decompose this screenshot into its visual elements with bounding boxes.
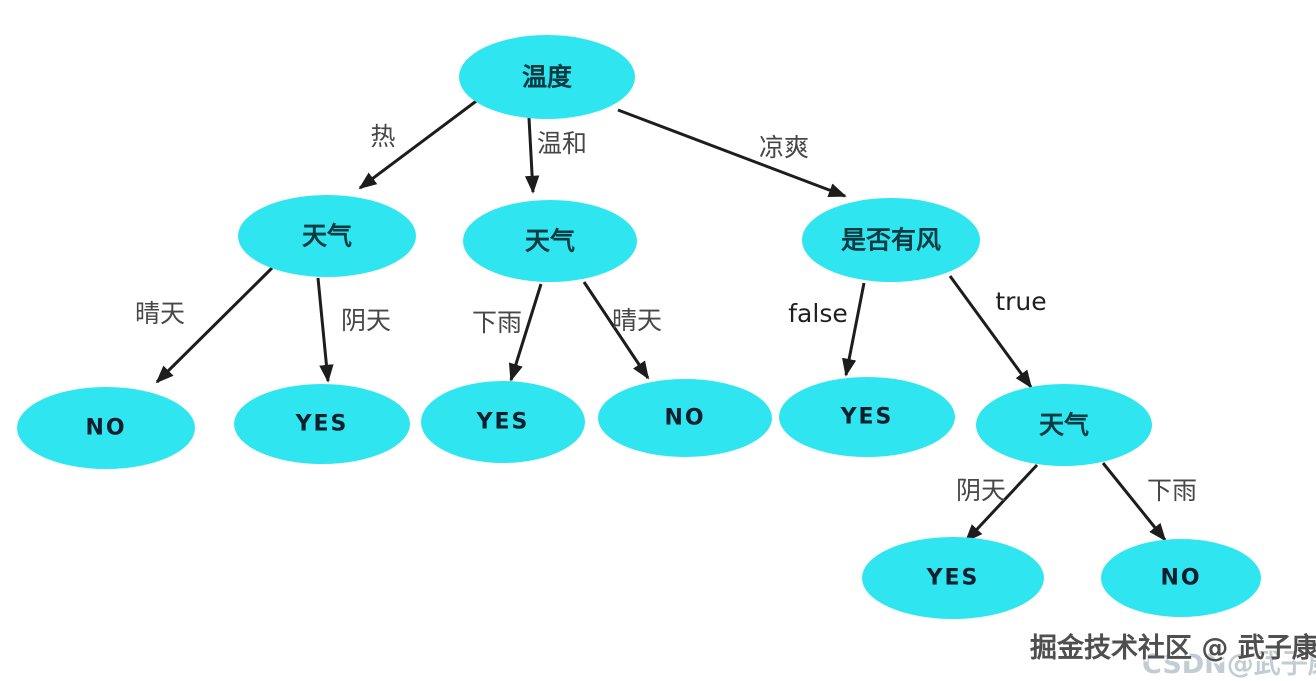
edge-label: 温和 [537,129,587,158]
edge-label: 阴天 [956,476,1006,505]
node-ellipse [459,35,635,119]
node-weather-mild: 天气 [463,200,637,282]
node-weather-hot: 天气 [238,195,416,277]
node-label: 天气 [1039,411,1089,440]
node-ellipse [1101,539,1261,617]
edge-arrow [316,277,334,383]
node-yes-1: YES [234,384,410,464]
node-ellipse [976,384,1152,466]
edge-arrow [582,281,650,380]
edge-weather-hot-yes-1: 阴天 [316,277,391,383]
node-label: 温度 [522,63,572,92]
node-windy: 是否有风 [802,198,980,282]
edge-label: 晴天 [612,306,662,335]
node-ellipse [779,377,955,457]
node-temperature: 温度 [459,35,635,119]
node-yes-2: YES [421,381,585,463]
node-ellipse [238,195,416,277]
node-ellipse [463,200,637,282]
edge-label: 下雨 [1147,476,1197,505]
node-no-1: NO [17,387,195,469]
edge-label: 晴天 [135,299,185,328]
edge-windy-weather-true: true [948,275,1047,389]
node-label: 天气 [302,222,352,251]
node-label: YES [926,566,980,591]
node-yes-4: YES [862,537,1044,619]
edge-label: 凉爽 [759,133,809,162]
node-weather-true: 天气 [976,384,1152,466]
edge-arrow [617,108,847,198]
node-label: YES [840,405,894,430]
watermark-juejin: 掘金技术社区 @ 武子康 [1030,633,1316,664]
node-ellipse [421,381,585,463]
node-label: NO [664,406,705,431]
edge-windy-yes-3: false [788,282,866,377]
edge-arrow [842,282,866,377]
node-label: NO [85,416,126,441]
node-label: NO [1160,566,1201,591]
edge-arrow [948,275,1033,389]
edge-label: 热 [370,122,395,151]
edge-weather-mild-no-2: 晴天 [582,281,662,380]
edge-temperature-windy: 凉爽 [617,108,847,198]
node-ellipse [598,379,772,457]
node-ellipse [234,384,410,464]
node-ellipse [802,198,980,282]
edge-arrow [964,463,1039,543]
edge-label: 阴天 [341,306,391,335]
edge-temperature-weather-mild: 温和 [524,117,587,194]
node-yes-3: YES [779,377,955,457]
node-label: 是否有风 [841,226,941,255]
edge-weather-true-yes-4: 阴天 [956,463,1039,543]
node-label: YES [476,410,530,435]
edge-arrow [508,283,543,382]
edge-label: true [995,287,1046,316]
node-ellipse [17,387,195,469]
edge-label: 下雨 [472,308,522,337]
node-ellipse [862,537,1044,619]
edge-arrow [1101,462,1167,542]
node-no-3: NO [1101,539,1261,617]
node-label: 天气 [525,227,575,256]
node-label: YES [295,412,349,437]
edge-label: false [788,299,847,328]
edge-weather-true-no-3: 下雨 [1101,462,1197,542]
edge-weather-hot-no-1: 晴天 [135,266,274,384]
edge-weather-mild-yes-2: 下雨 [472,283,543,382]
edge-arrow [155,266,274,384]
edge-arrow [358,94,484,190]
node-no-2: NO [598,379,772,457]
edge-arrow [524,117,540,194]
edge-temperature-weather-hot: 热 [358,94,484,190]
